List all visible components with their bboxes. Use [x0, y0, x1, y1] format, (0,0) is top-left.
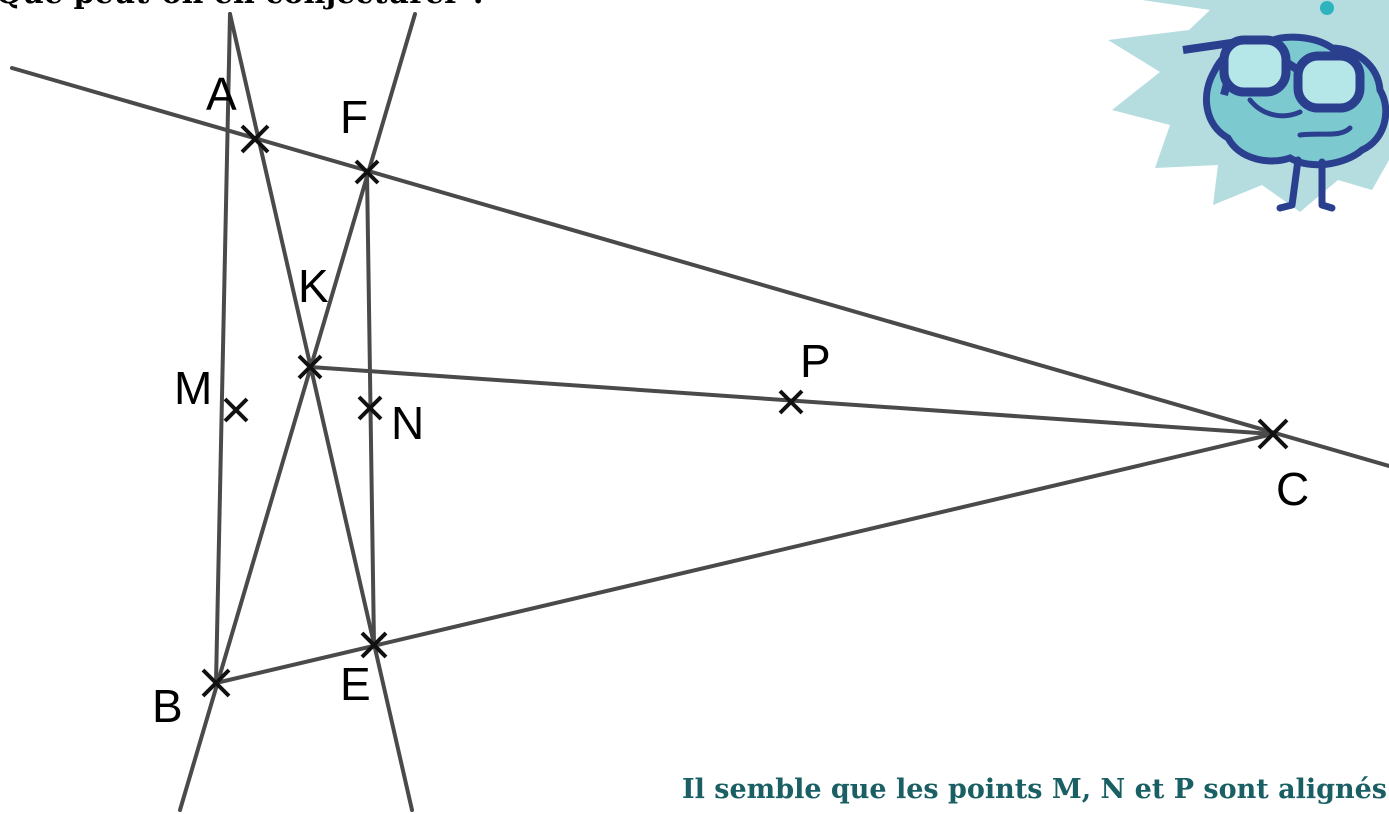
mascot-leg-right — [1318, 158, 1336, 212]
brain-with-glasses-icon — [1108, 0, 1389, 212]
mascot-brain-fold-2 — [1297, 125, 1353, 138]
mascot-brain-fold-1 — [1247, 97, 1303, 119]
line-ae — [228, 12, 414, 812]
label-m: M — [174, 362, 212, 414]
label-b: B — [152, 680, 183, 732]
label-e: E — [340, 658, 371, 710]
point-f-marker — [354, 159, 380, 185]
line-af-c — [10, 66, 1389, 468]
mascot-glasses-left-lens — [1219, 35, 1291, 97]
line-bf — [178, 12, 417, 812]
label-a: A — [206, 68, 237, 120]
top-instruction-text: Que peut-on en conjecturer ? — [0, 0, 488, 11]
label-p: P — [800, 335, 831, 387]
point-e-marker — [360, 631, 388, 659]
point-m-marker — [223, 397, 249, 423]
point-p-marker — [778, 389, 804, 415]
point-c-marker — [1257, 418, 1289, 450]
label-n: N — [391, 397, 424, 449]
figure-lines — [10, 12, 1389, 812]
point-k-marker — [297, 354, 323, 380]
point-a-marker — [240, 124, 270, 154]
point-n-marker — [357, 395, 383, 421]
mascot-leg-left — [1276, 156, 1302, 212]
point-labels: A F K M N P C E B — [152, 68, 1309, 732]
mascot-spark — [1320, 1, 1334, 15]
line-ab — [214, 12, 232, 685]
mascot-glasses-bridge — [1283, 58, 1301, 74]
label-f: F — [340, 91, 368, 143]
conclusion-text: Il semble que les points M, N et P sont … — [681, 774, 1387, 805]
mascot-glasses-right-lens — [1293, 51, 1365, 113]
label-c: C — [1276, 463, 1309, 515]
point-markers — [201, 124, 1289, 698]
point-b-marker — [201, 668, 231, 698]
line-bc — [214, 432, 1275, 685]
label-k: K — [298, 260, 329, 312]
